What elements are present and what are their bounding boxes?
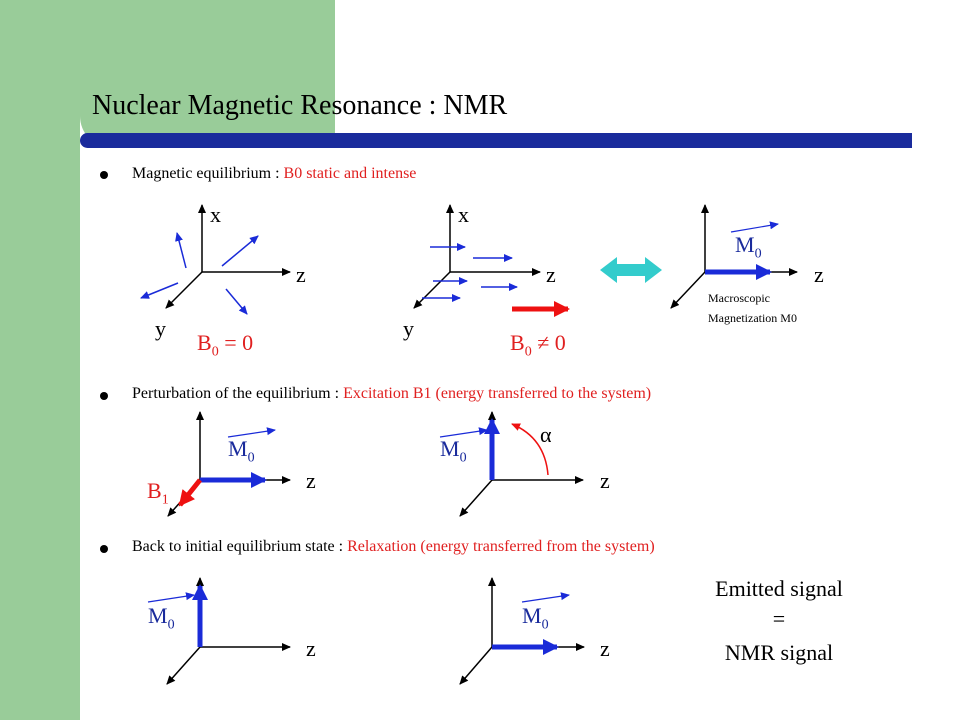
alpha-label: α — [540, 422, 552, 447]
b0-symbol: B — [197, 330, 212, 355]
m0-label: M0 — [228, 438, 255, 465]
m0-label: M0 — [522, 605, 549, 632]
m0-subscript: 0 — [247, 450, 255, 466]
m0-symbol: M — [440, 436, 460, 461]
m0-label: M0 — [735, 234, 762, 261]
axis-x-label: x — [210, 202, 221, 227]
axes-b0-nonzero — [413, 204, 541, 309]
bullet-dot — [100, 392, 108, 400]
m0-overbar-arrow — [521, 592, 570, 603]
axis-z-label: z — [306, 636, 316, 661]
m0-subscript: 0 — [754, 246, 762, 262]
bullet-text: Perturbation of the equilibrium : — [132, 385, 344, 402]
m0-overbar-arrow — [730, 221, 779, 233]
b0-subscript: 0 — [524, 344, 532, 360]
b0-zero-label: B0 = 0 — [197, 332, 253, 359]
b0-value: = 0 — [218, 330, 254, 355]
axis-z-label: z — [600, 468, 610, 493]
b1-symbol: B — [147, 478, 162, 503]
axes-tipped — [459, 411, 584, 517]
bullet-relaxation: Back to initial equilibrium state : Rela… — [132, 538, 655, 556]
random-spins — [140, 232, 259, 315]
m0-label: M0 — [440, 438, 467, 465]
axis-y-label: y — [403, 316, 414, 341]
axis-z-label: z — [546, 262, 556, 287]
axes-b0-zero — [165, 204, 291, 309]
bullet-equilibrium: Magnetic equilibrium : B0 static and int… — [132, 165, 416, 183]
axis-z-label: z — [296, 262, 306, 287]
axis-z-label: z — [814, 262, 824, 287]
bullet-dot — [100, 171, 108, 179]
bullet-highlight: Relaxation (energy transferred from the … — [347, 538, 655, 555]
b0-subscript: 0 — [211, 344, 219, 360]
rotation-arc — [511, 423, 549, 476]
axis-z-label: z — [600, 636, 610, 661]
bullet-text: Back to initial equilibrium state : — [132, 538, 348, 555]
macro-caption-line1: Macroscopic — [708, 291, 770, 305]
axis-y-label: y — [155, 316, 166, 341]
axes-relaxation-start — [166, 577, 291, 685]
bullet-highlight: B0 static and intense — [283, 165, 417, 182]
bullet-highlight: Excitation B1 (energy transferred to the… — [343, 385, 652, 402]
m0-subscript: 0 — [541, 617, 549, 633]
equivalence-double-arrow — [600, 257, 662, 283]
m0-overbar-arrow — [439, 427, 488, 438]
bullet-text: Magnetic equilibrium : — [132, 165, 284, 182]
m0-overbar-arrow — [227, 427, 276, 438]
bullet-perturbation: Perturbation of the equilibrium : Excita… — [132, 385, 651, 403]
b0-nonzero-label: B0 ≠ 0 — [510, 332, 566, 359]
b0-symbol: B — [510, 330, 525, 355]
bullet-dot — [100, 545, 108, 553]
macro-caption-line2: Magnetization M0 — [708, 311, 797, 325]
m0-subscript: 0 — [167, 617, 175, 633]
signal-equals: = — [772, 606, 786, 631]
m0-symbol: M — [228, 436, 248, 461]
axis-x-label: x — [458, 202, 469, 227]
b1-subscript: 1 — [161, 492, 169, 508]
header-block — [80, 0, 335, 148]
m0-subscript: 0 — [459, 450, 467, 466]
signal-line1: Emitted signal — [715, 576, 843, 601]
b1-vector — [178, 478, 202, 507]
m0-symbol: M — [735, 232, 755, 257]
sidebar-band — [0, 0, 80, 720]
axis-z-label: z — [306, 468, 316, 493]
signal-line3: NMR signal — [724, 640, 834, 665]
title-rule — [80, 133, 912, 148]
b1-label: B1 — [147, 480, 169, 507]
page-title: Nuclear Magnetic Resonance : NMR — [92, 90, 508, 121]
m0-overbar-arrow — [147, 592, 195, 603]
m0-symbol: M — [148, 603, 168, 628]
aligned-spins — [422, 243, 518, 302]
b0-value: ≠ 0 — [531, 330, 566, 355]
m0-symbol: M — [522, 603, 542, 628]
m0-label: M0 — [148, 605, 175, 632]
